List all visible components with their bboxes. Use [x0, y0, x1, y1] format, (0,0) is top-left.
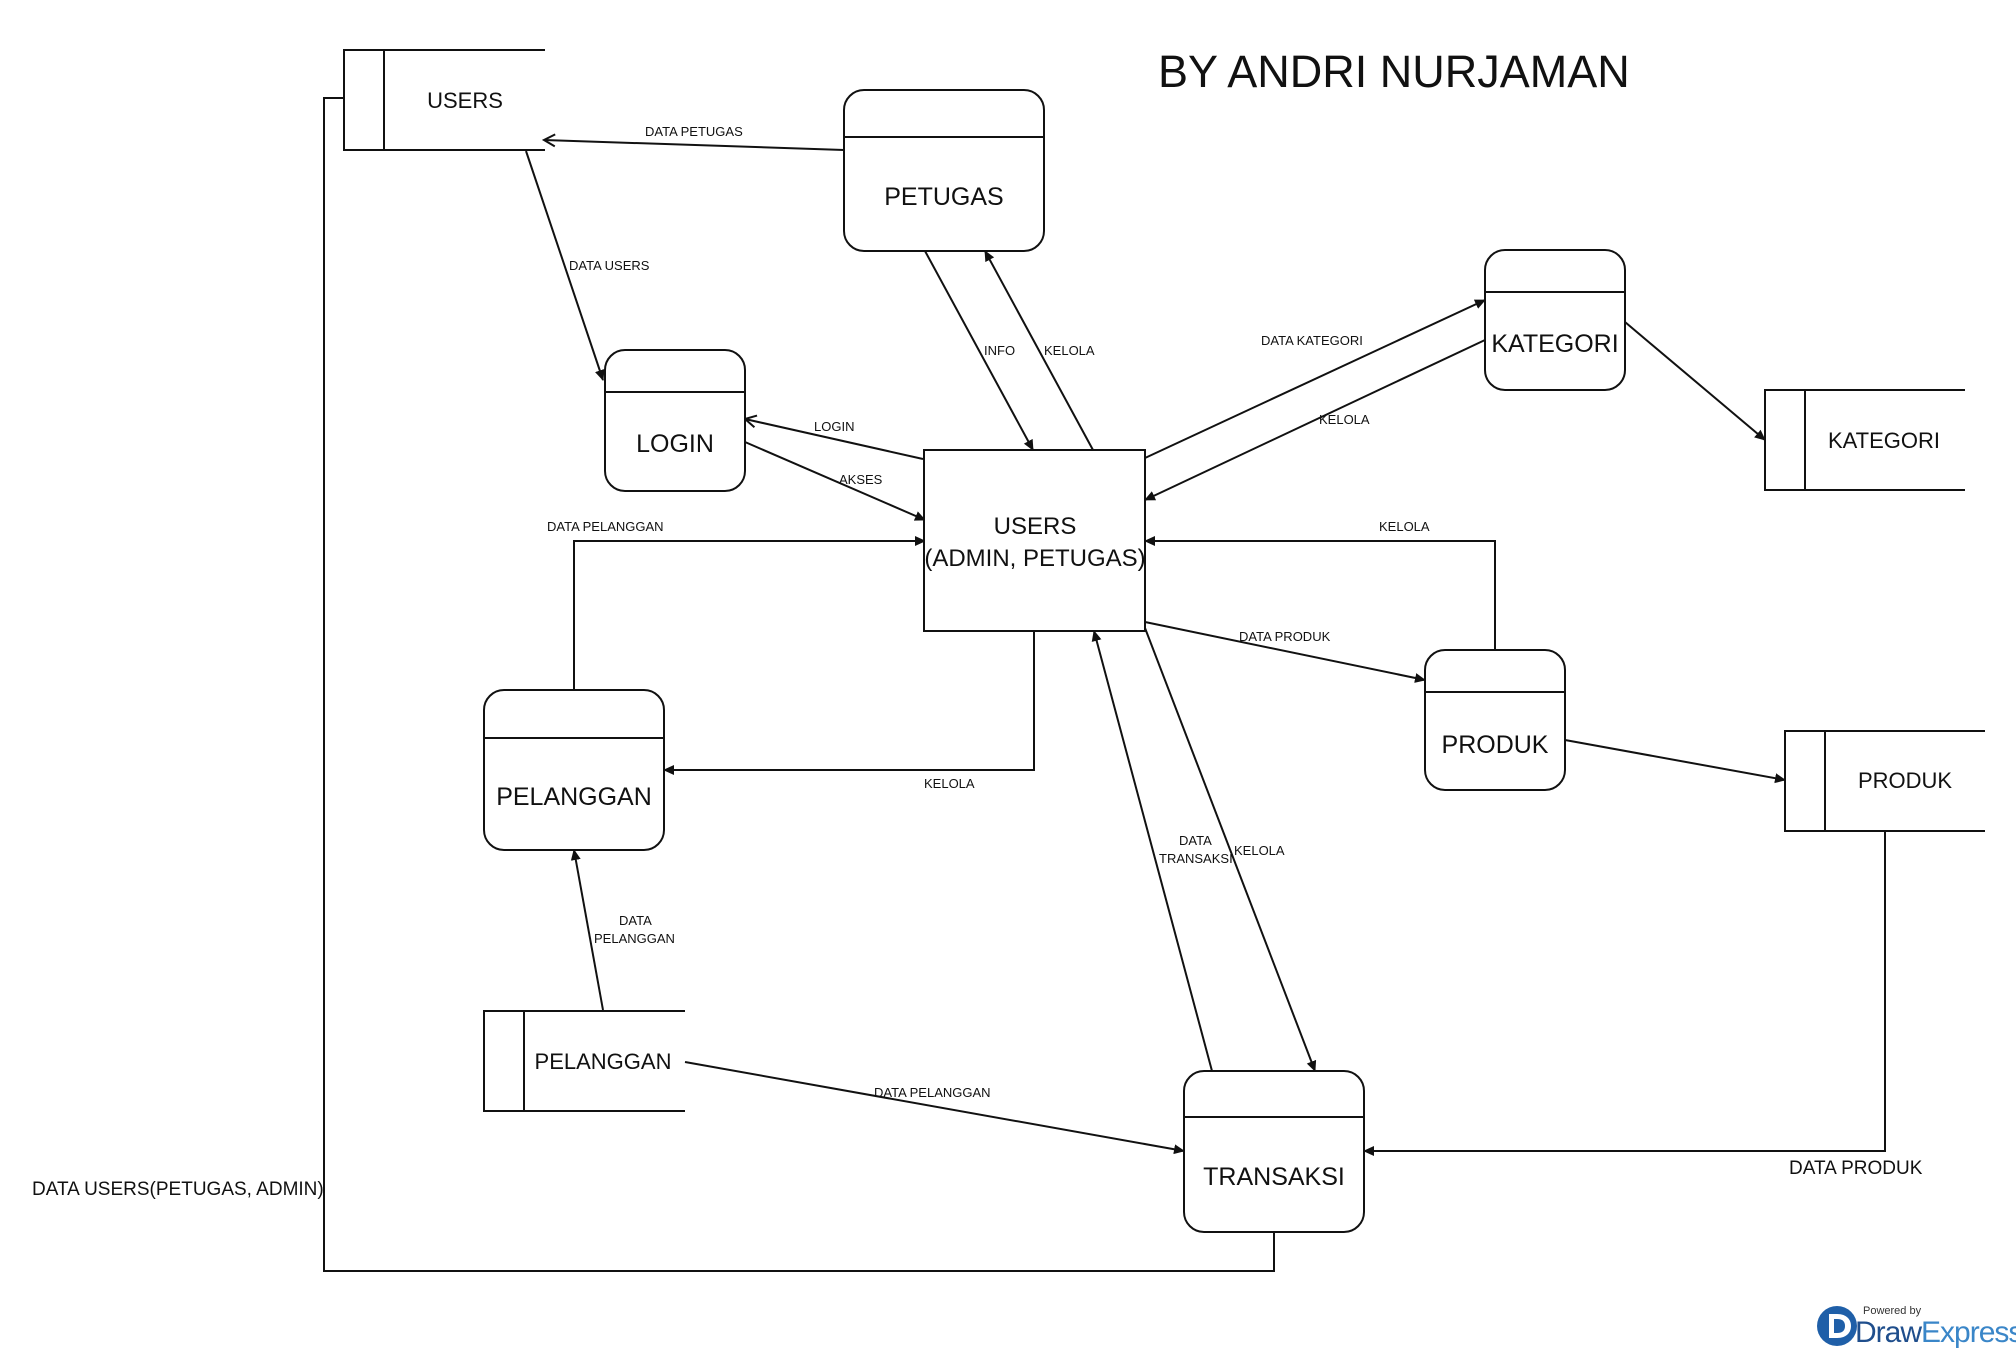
label-kelola-petugas: KELOLA: [1044, 343, 1095, 358]
flow-data-pelanggan-store: [570, 849, 604, 1011]
flow-produk-store: [1564, 739, 1786, 784]
label-data-produk: DATA PRODUK: [1239, 629, 1331, 644]
store-produk[interactable]: PRODUK: [1784, 730, 1985, 832]
drawexpress-icon: [1817, 1306, 1857, 1346]
flow-data-users: [525, 150, 605, 381]
store-kategori-label: KATEGORI: [1828, 428, 1940, 453]
label-kelola-pelanggan: KELOLA: [924, 776, 975, 791]
process-produk-label: PRODUK: [1442, 731, 1549, 759]
process-petugas-label: PETUGAS: [884, 183, 1003, 211]
process-transaksi-label: TRANSAKSI: [1203, 1163, 1345, 1191]
flow-labels: DATA PETUGAS DATA USERS INFO KELOLA LOGI…: [32, 124, 1923, 1200]
flow-data-transaksi: [1091, 630, 1213, 1072]
flows: [323, 97, 1886, 1272]
label-data-transaksi-2: TRANSAKSI: [1159, 851, 1233, 866]
process-kategori[interactable]: KATEGORI: [1484, 249, 1626, 391]
label-data-users: DATA USERS: [569, 258, 650, 273]
diagram-title: BY ANDRI NURJAMAN: [1158, 46, 1630, 97]
label-info: INFO: [984, 343, 1015, 358]
process-pelanggan[interactable]: PELANGGAN: [483, 689, 665, 851]
process-transaksi[interactable]: TRANSAKSI: [1183, 1070, 1365, 1233]
label-data-users-loop: DATA USERS(PETUGAS, ADMIN): [32, 1179, 324, 1200]
flow-akses: [744, 441, 926, 521]
flow-data-users-loop: [323, 97, 1275, 1272]
label-data-transaksi-1: DATA: [1179, 833, 1212, 848]
label-kelola-transaksi: KELOLA: [1234, 843, 1285, 858]
flow-kelola-petugas: [984, 250, 1094, 451]
entity-users[interactable]: USERS (ADMIN, PETUGAS): [923, 449, 1146, 632]
entity-users-label-1: USERS: [994, 513, 1077, 540]
process-pelanggan-label: PELANGGAN: [496, 783, 652, 811]
label-kelola-kategori: KELOLA: [1319, 412, 1370, 427]
brand-name: DrawExpress: [1855, 1316, 2016, 1349]
process-login[interactable]: LOGIN: [604, 349, 746, 492]
label-kelola-produk: KELOLA: [1379, 519, 1430, 534]
label-data-pelanggan-store-2: PELANGGAN: [594, 931, 675, 946]
label-data-pelanggan-top: DATA PELANGGAN: [547, 519, 664, 534]
flow-data-pelanggan-trans: [684, 1061, 1185, 1155]
flow-kelola-transaksi: [1144, 627, 1317, 1072]
brand-powered-text: Powered by: [1863, 1305, 1922, 1317]
label-data-petugas: DATA PETUGAS: [645, 124, 743, 139]
process-produk[interactable]: PRODUK: [1424, 649, 1566, 791]
store-pelanggan[interactable]: PELANGGAN: [483, 1010, 685, 1112]
store-produk-label: PRODUK: [1858, 768, 1952, 793]
label-akses: AKSES: [839, 472, 883, 487]
flow-kelola-produk: [1144, 536, 1496, 650]
label-data-pelanggan-trans: DATA PELANGGAN: [874, 1085, 991, 1100]
process-kategori-label: KATEGORI: [1491, 330, 1618, 358]
store-pelanggan-label: PELANGGAN: [535, 1049, 672, 1074]
store-users[interactable]: USERS: [343, 49, 545, 151]
drawexpress-logo: Powered by DrawExpress: [1815, 1302, 2016, 1350]
flow-data-produk: [1144, 621, 1426, 683]
flow-data-produk-trans: [1363, 832, 1886, 1156]
flow-data-kategori: [1144, 299, 1486, 459]
entity-users-label-2: (ADMIN, PETUGAS): [924, 545, 1145, 572]
label-login: LOGIN: [814, 419, 854, 434]
flow-data-petugas: [544, 140, 845, 151]
flow-login: [745, 419, 924, 460]
label-data-pelanggan-store-1: DATA: [619, 913, 652, 928]
flow-info: [924, 250, 1034, 451]
flow-kelola-kategori: [1144, 339, 1486, 501]
store-kategori[interactable]: KATEGORI: [1764, 389, 1965, 491]
flow-kelola-pelanggan: [663, 631, 1035, 775]
store-users-label: USERS: [427, 88, 503, 113]
label-data-kategori: DATA KATEGORI: [1261, 333, 1363, 348]
label-data-produk-trans: DATA PRODUK: [1789, 1158, 1923, 1179]
process-petugas[interactable]: PETUGAS: [843, 89, 1045, 252]
flow-kategori-store: [1624, 321, 1766, 441]
flow-data-pelanggan-top: [573, 536, 926, 690]
process-login-label: LOGIN: [636, 430, 714, 458]
